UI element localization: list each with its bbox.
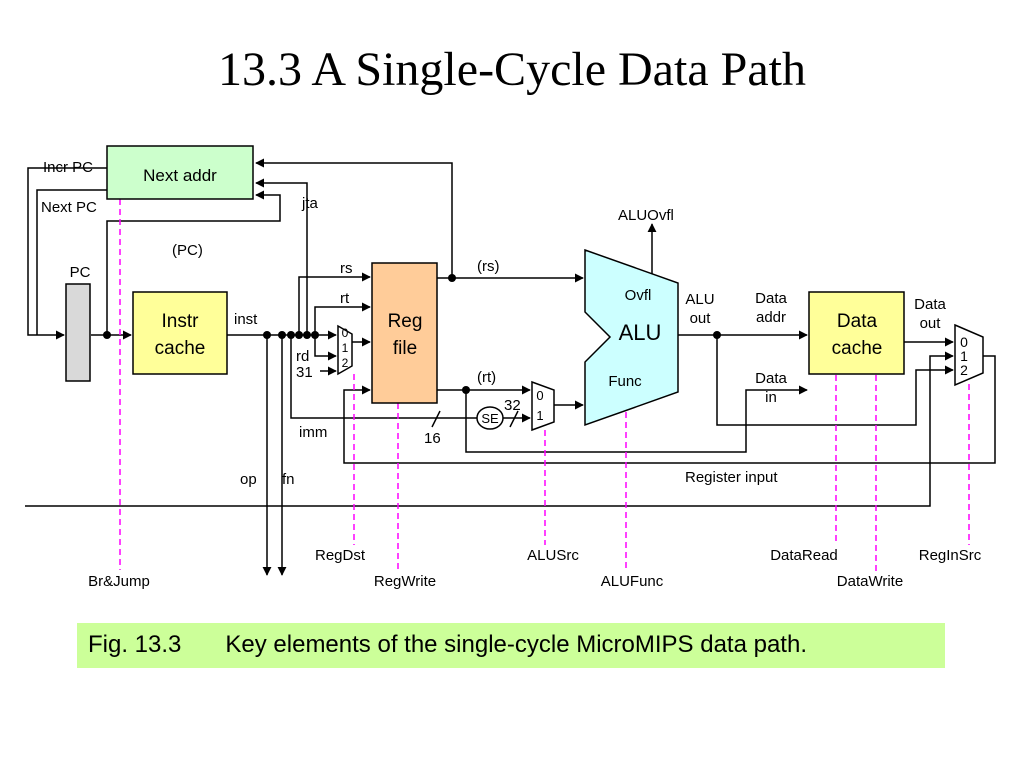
alusrc-mux-in0: 0 xyxy=(536,388,543,403)
pc-register: PC xyxy=(65,264,91,382)
regdst-mux: 0 1 2 xyxy=(337,324,353,376)
alusrc-mux: 0 1 xyxy=(531,380,555,432)
figure-number: Fig. 13.3 xyxy=(88,631,182,658)
regdst-mux-in0: 0 xyxy=(342,326,349,340)
instr-cache-label-line2: cache xyxy=(155,338,206,359)
alu-func-label: Func xyxy=(608,373,642,390)
rs-label: rs xyxy=(340,260,353,277)
regwrite-label: RegWrite xyxy=(374,573,436,590)
data-addr-label-line2: addr xyxy=(756,309,786,326)
rs-paren-label: (rs) xyxy=(477,258,500,275)
figure-caption-text: Key elements of the single-cycle MicroMI… xyxy=(225,631,807,658)
slide-title: 13.3 A Single-Cycle Data Path xyxy=(218,43,806,96)
rt-label: rt xyxy=(340,290,350,307)
pc-label: PC xyxy=(70,264,91,281)
rt-paren-label: (rt) xyxy=(477,369,496,386)
bus-width-32: 32 xyxy=(504,397,521,414)
instr-cache-block: Instr cache xyxy=(132,291,228,375)
regdst-mux-in2: 2 xyxy=(342,356,349,370)
data-out-label-line1: Data xyxy=(914,296,946,313)
rd-label: rd xyxy=(296,348,309,365)
incr-pc-label: Incr PC xyxy=(43,159,93,176)
data-out-label-line2: out xyxy=(920,315,942,332)
wires xyxy=(25,158,996,576)
instr-cache-label-line1: Instr xyxy=(162,311,200,332)
next-addr-label: Next addr xyxy=(143,166,217,185)
reg-file-block: Reg file xyxy=(371,262,438,404)
regdst-mux-in1: 1 xyxy=(342,341,349,355)
control-lines xyxy=(119,199,970,572)
alusrc-label: ALUSrc xyxy=(527,547,579,564)
alu-block: Ovfl ALU Func xyxy=(584,248,679,427)
sign-extend-label: SE xyxy=(481,411,499,426)
alufunc-label: ALUFunc xyxy=(601,573,664,590)
junction-dots xyxy=(103,274,721,394)
reginsrc-mux-in0: 0 xyxy=(960,334,968,350)
datawrite-label: DataWrite xyxy=(837,573,903,590)
op-label: op xyxy=(240,471,257,488)
thirty-one-label: 31 xyxy=(296,364,313,381)
data-cache-label-line1: Data xyxy=(837,311,878,332)
data-in-label-line2: in xyxy=(765,389,777,406)
bus-width-16: 16 xyxy=(424,430,441,447)
control-labels: Br&Jump RegDst RegWrite ALUSrc ALUFunc D… xyxy=(88,547,982,590)
reginsrc-mux-in2: 2 xyxy=(960,362,968,378)
alu-ovfl-label: Ovfl xyxy=(625,287,652,304)
alu-out-label-line1: ALU xyxy=(685,291,714,308)
signal-labels: Incr PC Next PC jta (PC) inst rs rt rd 3… xyxy=(41,159,946,488)
jta-label: jta xyxy=(301,195,319,212)
next-addr-block: Next addr xyxy=(106,145,254,200)
figure-caption: Fig. 13.3 Key elements of the single-cycl… xyxy=(77,623,945,668)
sign-extend-unit: SE xyxy=(476,406,504,430)
reg-file-label-line2: file xyxy=(393,338,417,359)
next-pc-label: Next PC xyxy=(41,199,97,216)
imm-label: imm xyxy=(299,424,327,441)
register-input-label: Register input xyxy=(685,469,778,486)
alu-ovfl-out-label: ALUOvfl xyxy=(618,207,674,224)
br-jump-label: Br&Jump xyxy=(88,573,150,590)
inst-label: inst xyxy=(234,311,258,328)
regdst-label: RegDst xyxy=(315,547,366,564)
data-addr-label-line1: Data xyxy=(755,290,787,307)
reg-file-label-line1: Reg xyxy=(388,311,423,332)
data-in-label-line1: Data xyxy=(755,370,787,387)
data-cache-label-line2: cache xyxy=(832,338,883,359)
fn-label: fn xyxy=(282,471,295,488)
dataread-label: DataRead xyxy=(770,547,838,564)
data-cache-block: Data cache xyxy=(808,291,905,375)
reginsrc-mux-in1: 1 xyxy=(960,348,968,364)
pc-paren-label: (PC) xyxy=(172,242,203,259)
alu-label: ALU xyxy=(619,320,662,345)
alusrc-mux-in1: 1 xyxy=(536,408,543,423)
reginsrc-label: RegInSrc xyxy=(919,547,982,564)
reginsrc-mux: 0 1 2 xyxy=(954,323,984,387)
alu-out-label-line2: out xyxy=(690,310,712,327)
